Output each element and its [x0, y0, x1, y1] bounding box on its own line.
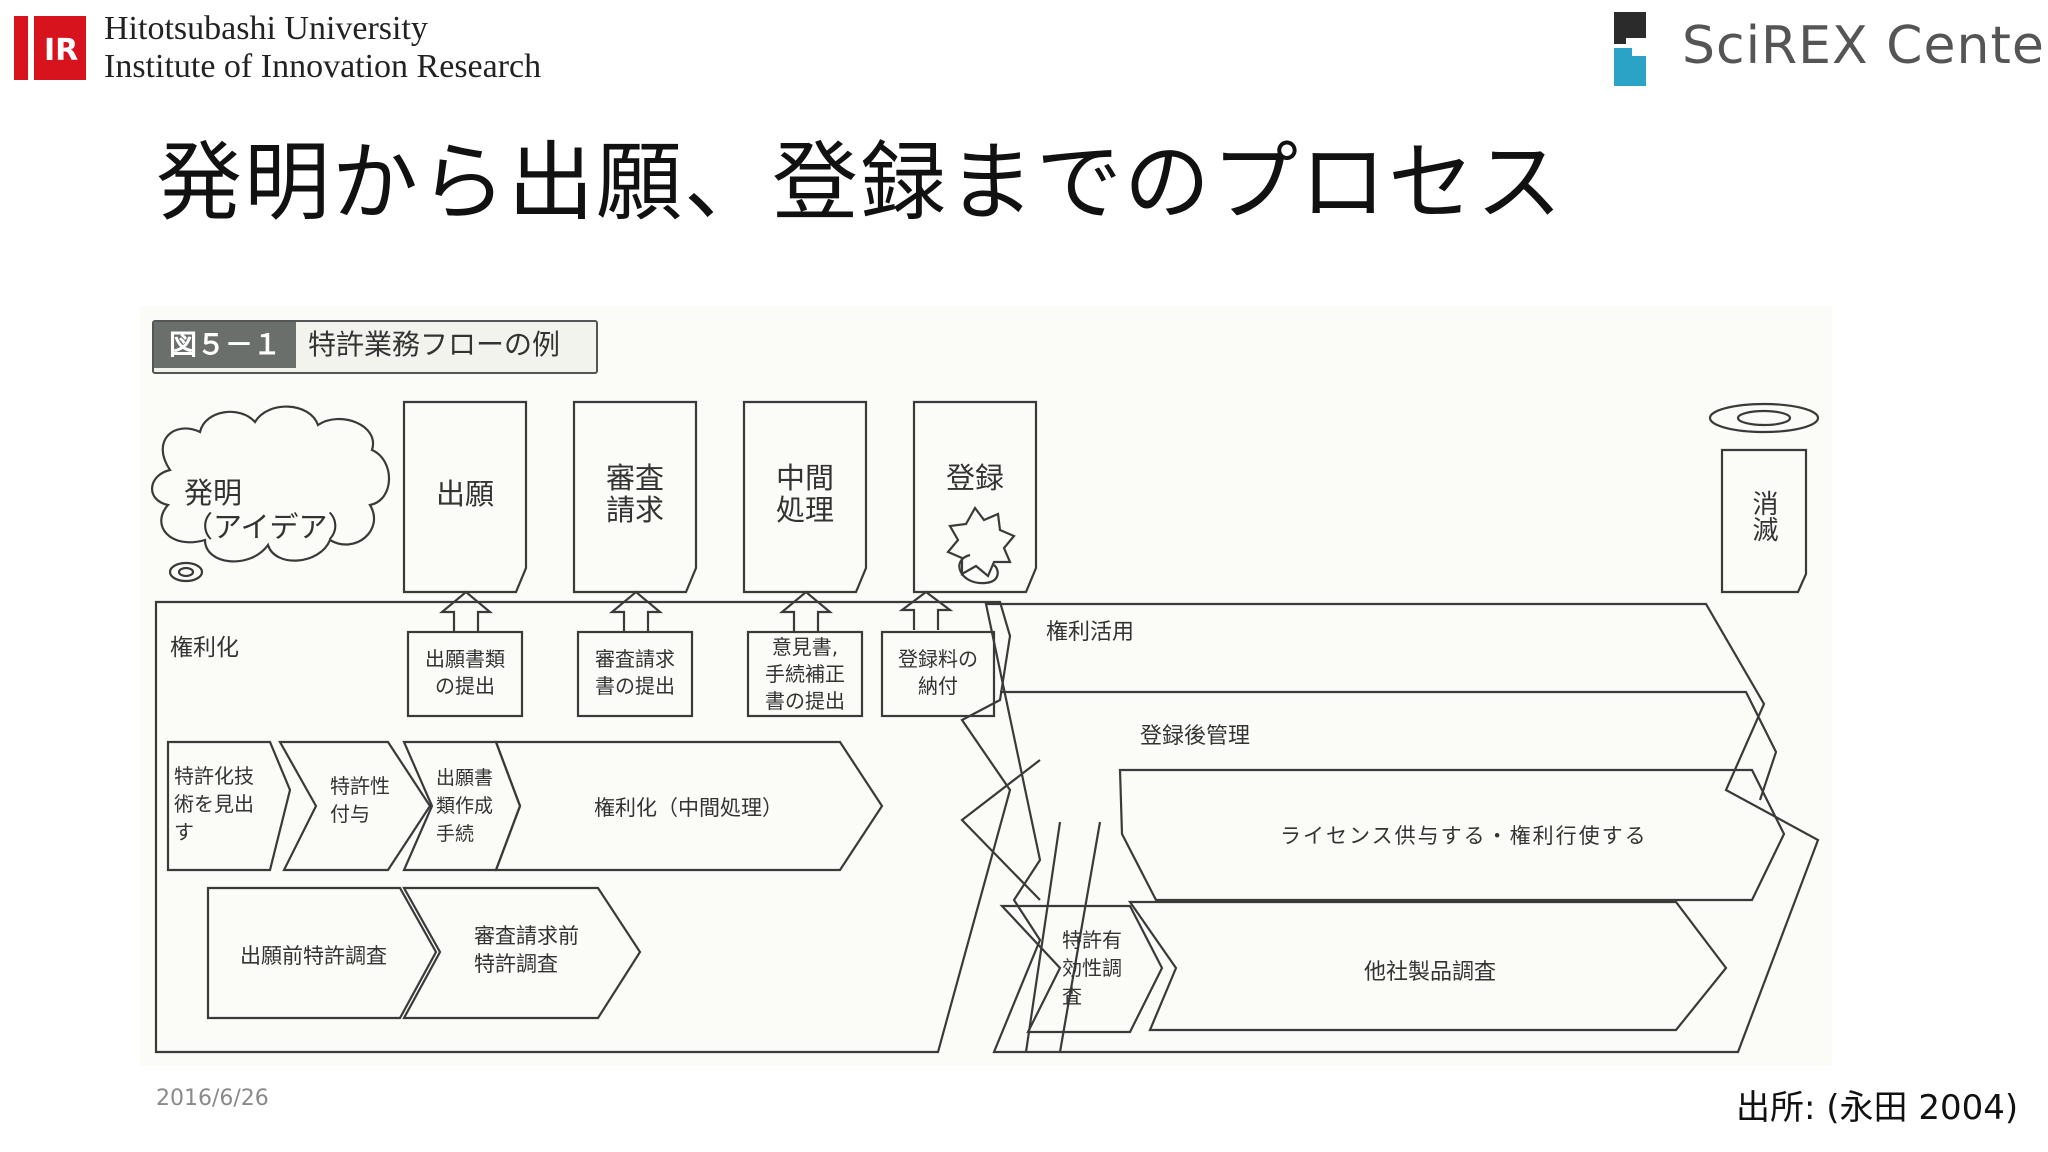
- stage-doc-label-1: 出願: [435, 477, 494, 511]
- process-label-2: 特許性 付与: [330, 774, 390, 826]
- up-arrow-1: [438, 590, 494, 632]
- action-label-2: 審査請求 書の提出: [595, 647, 675, 698]
- utilization-band: [984, 602, 1820, 1054]
- section-rights-label: 権利化: [170, 635, 239, 661]
- university-line-1: Hitotsubashi University: [104, 10, 428, 47]
- action-box-4: [880, 630, 996, 718]
- license-label: ライセンス供与する・権利行使する: [1280, 824, 1648, 848]
- figure-panel: [140, 306, 1832, 1066]
- process-arrow-1: [166, 740, 292, 872]
- license-arrow: [1118, 768, 1786, 902]
- invention-label-2: （アイデア）: [184, 510, 357, 544]
- doc-shape-extinct: [1720, 448, 1808, 594]
- slide-title: 発明から出願、登録までのプロセス: [156, 133, 1564, 233]
- doc-shape-3: [742, 400, 868, 594]
- source-citation: 出所: (永田 2004): [1736, 1088, 2019, 1128]
- section-utilization-label: 権利活用: [1046, 620, 1135, 645]
- action-box-3: [746, 630, 864, 718]
- stage-doc-label-2: 審査 請求: [605, 461, 664, 527]
- upper-chevron-lines: [960, 759, 1041, 901]
- cloud-bubble-2: [177, 566, 195, 578]
- process-label-3: 出願書 類作成 手続: [436, 767, 494, 845]
- action-label-1: 出願書類 の提出: [425, 647, 505, 698]
- process-arrow-2: [278, 740, 432, 872]
- seal-stamp-blob: [958, 553, 999, 585]
- competitor-label: 他社製品調査: [1364, 960, 1497, 985]
- validity-label: 特許有 効性調 査: [1062, 928, 1122, 1008]
- post-registration-label: 登録後管理: [1140, 724, 1251, 749]
- doc-shape-1: [402, 400, 528, 594]
- scirex-logo-text: SciREX Center: [1682, 16, 2048, 76]
- doc-shape-2: [572, 400, 698, 594]
- process-label-1: 特許化技 術を見出 す: [174, 764, 254, 844]
- up-arrow-4: [898, 590, 954, 630]
- iir-logo-mark: IR: [44, 33, 78, 68]
- slide-date: 2016/6/26: [156, 1086, 269, 1111]
- university-line-2: Institute of Innovation Research: [104, 48, 542, 85]
- stage-doc-label-3: 中間 処理: [775, 461, 834, 527]
- validity-arrow: [999, 904, 1164, 1034]
- process-label-6: 審査請求前 特許調査: [474, 924, 579, 976]
- thought-cloud-icon: [151, 405, 391, 563]
- competitor-arrow: [1127, 900, 1728, 1032]
- cloud-bubble-1: [168, 561, 204, 583]
- process-label-5: 出願前特許調査: [240, 944, 387, 968]
- extinction-label: 消滅: [1748, 490, 1778, 542]
- iir-logo: IR: [14, 16, 86, 80]
- process-arrow-5: [206, 886, 438, 1020]
- up-arrow-2: [608, 590, 664, 632]
- mid-chevron-lines: [1024, 821, 1062, 1053]
- action-label-4: 登録料の 納付: [898, 647, 978, 698]
- halo-inner: [1736, 409, 1792, 427]
- post-registration-band: [1000, 690, 1778, 801]
- halo-icon: [1708, 402, 1820, 434]
- invention-label-1: 発明: [184, 476, 243, 510]
- scirex-logo-icon: [1614, 12, 1646, 86]
- process-arrow-6: [402, 886, 642, 1020]
- stage-doc-label-4: 登録: [945, 461, 1004, 495]
- university-name: Hitotsubashi University Institute of Inn…: [104, 10, 541, 86]
- seal-stamp-icon: [946, 505, 1016, 578]
- mid-chevron-lines-2: [1058, 821, 1102, 1053]
- doc-shape-4: [912, 400, 1038, 594]
- invention-label: 発明 （アイデア）: [184, 476, 357, 544]
- process-label-4: 権利化（中間処理）: [594, 796, 783, 820]
- action-label-3: 意見書, 手続補正 書の提出: [765, 635, 845, 713]
- process-arrow-4: [494, 740, 884, 872]
- figure-label-number: 図５－１: [154, 322, 296, 368]
- up-arrow-3: [778, 590, 834, 632]
- action-box-2: [576, 630, 694, 718]
- rights-frame: [154, 600, 1012, 1054]
- figure-label-title: 特許業務フローの例: [308, 328, 561, 361]
- action-box-1: [406, 630, 524, 718]
